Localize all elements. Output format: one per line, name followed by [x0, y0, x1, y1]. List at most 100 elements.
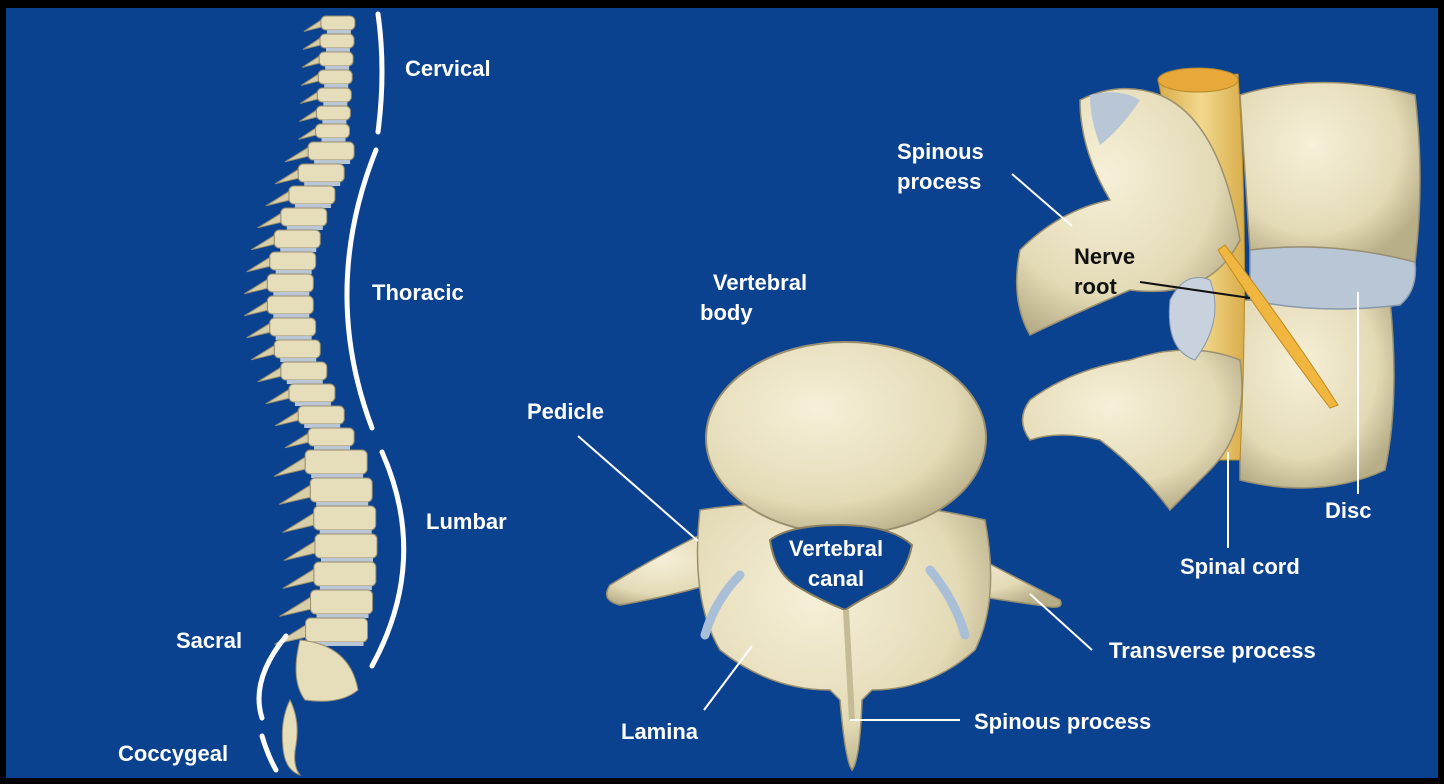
spinous-process-mark	[244, 279, 267, 293]
vertebra	[270, 318, 316, 336]
spine-disc	[317, 614, 369, 618]
vertebra	[314, 506, 376, 530]
vertebra	[316, 106, 350, 120]
vertebra	[308, 142, 354, 160]
spine-disc	[320, 530, 372, 534]
spine-disc	[273, 314, 309, 318]
vertebra	[317, 88, 351, 102]
sacrum	[296, 640, 358, 701]
label-nerve-root-line2: root	[1074, 272, 1135, 302]
label-nerve-root: Nerve root	[1074, 242, 1135, 302]
label-vertebral-body-line2: body	[700, 298, 820, 328]
spine-disc	[295, 402, 331, 406]
spinous-process-mark	[299, 110, 316, 121]
vertebra	[289, 384, 335, 402]
label-vertebral-body: Vertebral body	[700, 268, 820, 328]
spinous-process-mark	[251, 235, 274, 249]
spine-disc	[325, 66, 349, 70]
spinous-process-mark	[303, 38, 320, 49]
spine-disc	[327, 30, 351, 34]
spinous-process-mark	[280, 597, 311, 616]
spinous-process-mark	[299, 128, 316, 139]
cervical-bracket	[378, 14, 382, 132]
spine-disc	[316, 502, 368, 506]
spinous-process-mark	[247, 257, 270, 271]
spine-disc	[322, 138, 346, 142]
spinous-process-mark	[275, 169, 298, 183]
vertebra	[311, 590, 373, 614]
spine-disc	[324, 84, 348, 88]
spinal-column	[244, 16, 377, 775]
label-sacral: Sacral	[176, 626, 242, 656]
spinous-process-mark	[285, 433, 308, 447]
spine-disc	[304, 182, 340, 186]
spinous-process-mark	[301, 74, 318, 85]
spine-disc	[280, 248, 316, 252]
label-spinous-process-side-line2: process	[897, 167, 984, 197]
spinous-process-mark	[258, 213, 281, 227]
label-spinous-process-side: Spinous process	[897, 137, 984, 197]
vertebra	[281, 362, 327, 380]
vertebra	[318, 70, 352, 84]
spinous-process-mark	[285, 147, 308, 161]
vertebra	[267, 296, 313, 314]
vertebra	[305, 450, 367, 474]
spinous-process-mark	[258, 367, 281, 381]
spine-disc	[314, 446, 350, 450]
vertebra	[270, 252, 316, 270]
spinous-process-mark	[302, 56, 319, 67]
vertebra	[308, 428, 354, 446]
lumbar-bracket	[372, 452, 404, 666]
spine-disc	[322, 120, 346, 124]
spinous-process-mark	[266, 191, 289, 205]
label-spinous-process-top: Spinous process	[974, 707, 1151, 737]
spine-disc	[304, 424, 340, 428]
label-vertebral-canal-line1: Vertebral	[774, 534, 898, 564]
spinous-process-mark	[251, 345, 274, 359]
vertebra	[274, 230, 320, 248]
vertebra	[306, 618, 368, 642]
spine-disc	[314, 160, 350, 164]
spine-disc	[311, 474, 363, 478]
vertebral-body-shape	[706, 342, 986, 534]
spine-disc	[287, 226, 323, 230]
vertebra	[298, 406, 344, 424]
spinous-process-mark	[247, 323, 270, 337]
vertebra	[274, 340, 320, 358]
spinous-process-side-leader	[1012, 174, 1072, 226]
spinous-process-mark	[284, 541, 315, 560]
spinous-process-mark	[304, 20, 321, 31]
label-vertebral-canal: Vertebral canal	[774, 534, 898, 594]
label-vertebral-canal-line2: canal	[774, 564, 898, 594]
label-transverse-process: Transverse process	[1109, 636, 1316, 666]
label-cervical: Cervical	[405, 54, 491, 84]
spinous-process-mark	[283, 569, 314, 588]
vertebra	[320, 34, 354, 48]
spinous-process-mark	[300, 92, 317, 103]
vertebra	[289, 186, 335, 204]
spinous-process-mark	[279, 485, 310, 504]
spine-disc	[273, 292, 309, 296]
spinous-process-mark	[275, 411, 298, 425]
spine-disc	[326, 48, 350, 52]
label-coccygeal: Coccygeal	[118, 739, 228, 769]
vertebra	[267, 274, 313, 292]
label-lamina: Lamina	[621, 717, 698, 747]
vertebra	[321, 16, 355, 30]
label-vertebral-body-line1: Vertebral	[700, 268, 820, 298]
vertebra	[298, 164, 344, 182]
label-spinal-cord: Spinal cord	[1180, 552, 1300, 582]
spinous-process-mark	[244, 301, 267, 315]
label-nerve-root-line1: Nerve	[1074, 242, 1135, 272]
label-thoracic: Thoracic	[372, 278, 464, 308]
spinous-process-mark	[283, 513, 314, 532]
vertebra	[315, 534, 377, 558]
pedicle-leader	[578, 436, 698, 541]
spine-disc	[287, 380, 323, 384]
spinous-process-mark	[274, 457, 305, 476]
vertebra	[314, 562, 376, 586]
spine-disc	[295, 204, 331, 208]
spine-disc	[321, 558, 373, 562]
spine-disc	[280, 358, 316, 362]
